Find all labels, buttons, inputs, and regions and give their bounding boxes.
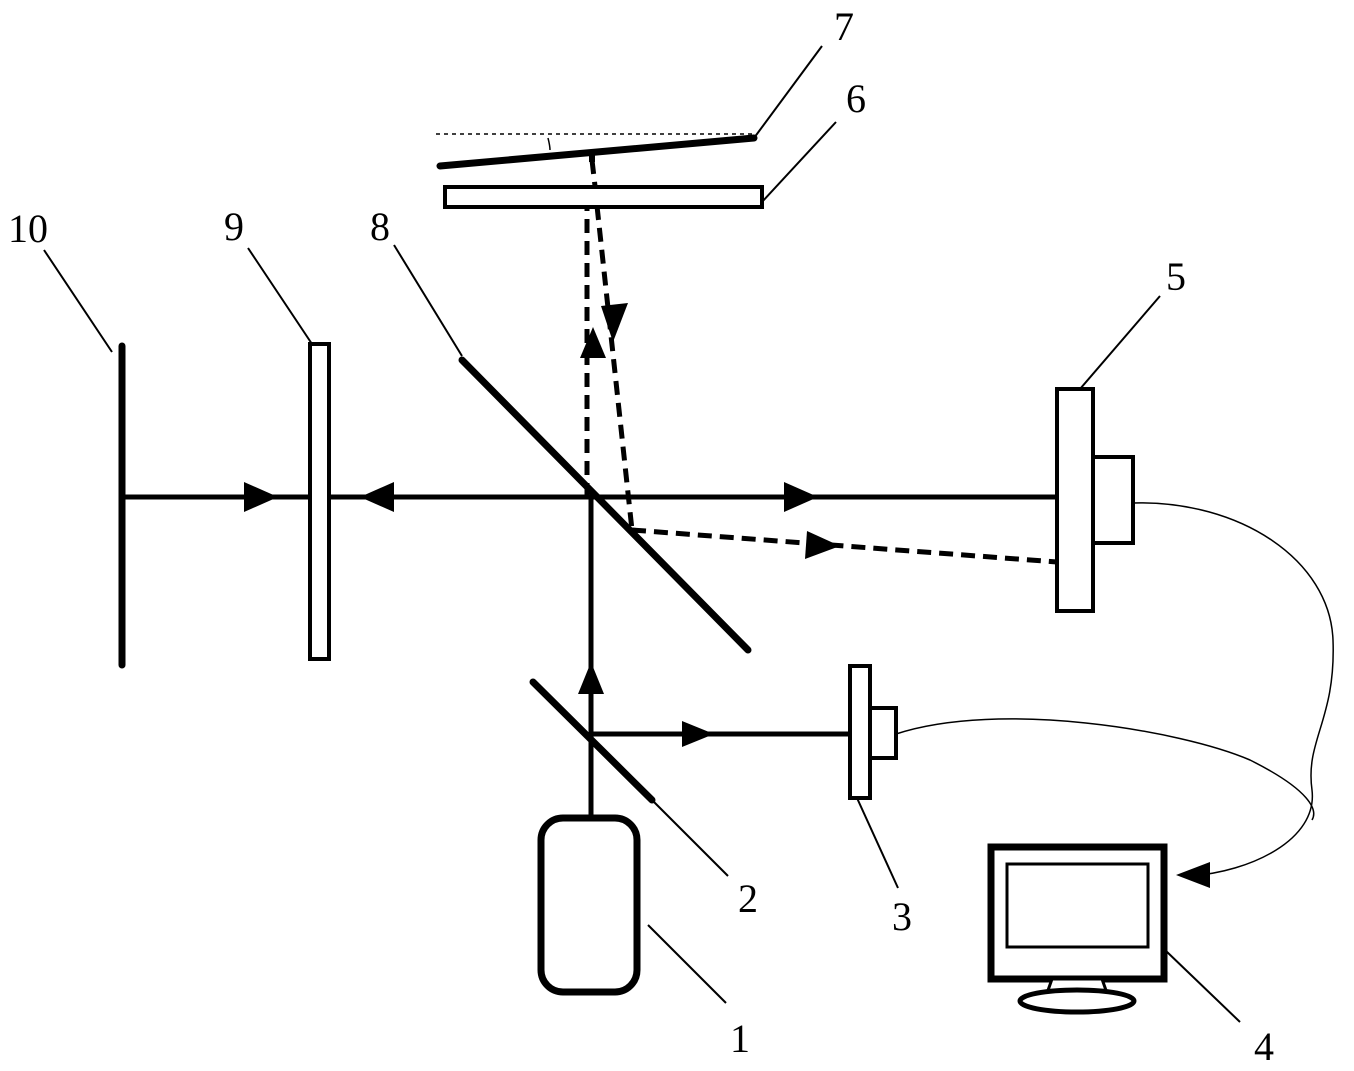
label-1: 1 [730,1016,750,1061]
dashed-arrow-right [805,531,840,559]
mirror-7-angle-arc [547,137,551,151]
computer-base [1017,987,1137,1015]
detector-small-body [848,664,872,800]
dashed-arrow-down [601,303,628,342]
leader-3 [856,797,899,889]
leader-10 [43,249,113,353]
beam-arrow-up-lower [578,662,604,694]
leader-5 [1079,295,1161,390]
leader-8 [393,244,463,357]
beam-splitter-small [529,678,656,804]
label-4: 4 [1254,1024,1274,1069]
label-6: 6 [846,76,866,121]
beam-arrow-right-left-segment [244,482,278,512]
plate-6 [443,185,764,209]
label-2: 2 [738,876,758,921]
label-3: 3 [892,894,912,939]
plate-9 [308,342,331,661]
label-8: 8 [370,204,390,249]
dashed-arrow-up [580,327,606,358]
dashed-beam-to-detector-5 [631,527,1058,565]
leader-7 [753,45,823,139]
beam-arrow-left-middle [360,482,394,512]
mirror-7 [436,134,758,170]
label-9: 9 [224,204,244,249]
beam-splitter-main [458,356,752,654]
light-source [537,814,641,996]
leader-2 [651,799,729,877]
leader-9 [247,247,313,345]
detector-large-head [1091,455,1135,545]
label-10: 10 [8,206,48,251]
leader-6 [761,121,837,203]
leader-4 [1164,949,1241,1023]
cable-detector-3-to-computer [895,718,1315,821]
cable-detector-5-to-computer [1132,502,1334,877]
label-5: 5 [1166,254,1186,299]
leader-1 [647,924,727,1004]
beam-arrow-right-lower [682,721,714,747]
detector-small-head [868,706,898,760]
dashed-beam-down [594,205,635,531]
beam-arrow-right-main [784,482,818,512]
cable-arrow-to-computer [1176,862,1210,888]
dashed-beam-between-6-7 [589,159,598,187]
detector-large-body [1055,387,1095,613]
label-7: 7 [834,4,854,49]
computer-screen [1005,862,1150,949]
